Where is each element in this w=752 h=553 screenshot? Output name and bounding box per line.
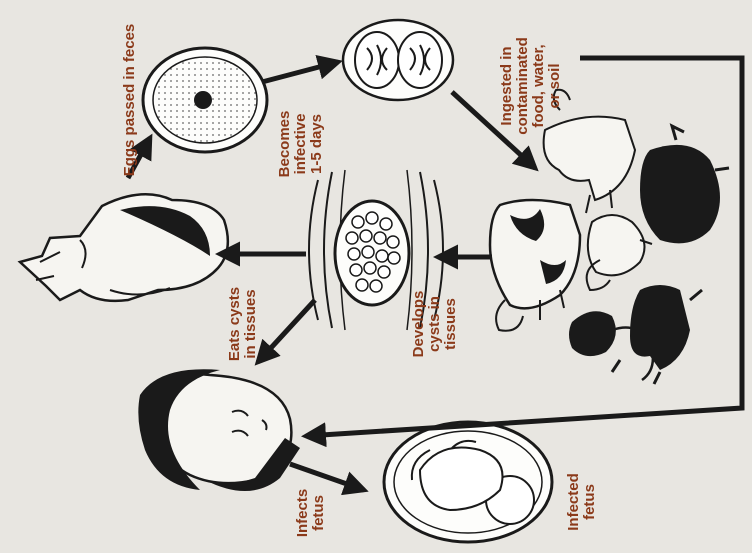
chicken-icon (587, 215, 652, 290)
goat-icon (612, 285, 702, 384)
infective-egg-icon (343, 20, 453, 100)
pig-icon (640, 126, 729, 243)
cat-icon (20, 194, 228, 301)
label-eggs-passed: Eggs passed in feces (122, 24, 138, 177)
label-develops-cysts: Develops cysts in tissues (411, 291, 459, 358)
cow-icon (490, 200, 580, 331)
woman-head-icon (138, 369, 300, 491)
unembryonated-egg-icon (143, 48, 267, 152)
label-infected-fetus: Infected fetus (566, 473, 598, 531)
label-infects-fetus: Infects fetus (295, 489, 327, 537)
label-eats-cysts: Eats cysts in tissues (227, 287, 259, 361)
label-ingested: Ingested in contaminated food, water, or… (499, 37, 563, 135)
fetus-icon (384, 422, 552, 542)
arrow-egg-to-infective (262, 62, 338, 82)
arrow-cyst-to-human (258, 300, 315, 362)
arrow-human-to-fetus (290, 464, 364, 490)
label-becomes-infective: Becomes infective 1-5 days (277, 111, 325, 178)
